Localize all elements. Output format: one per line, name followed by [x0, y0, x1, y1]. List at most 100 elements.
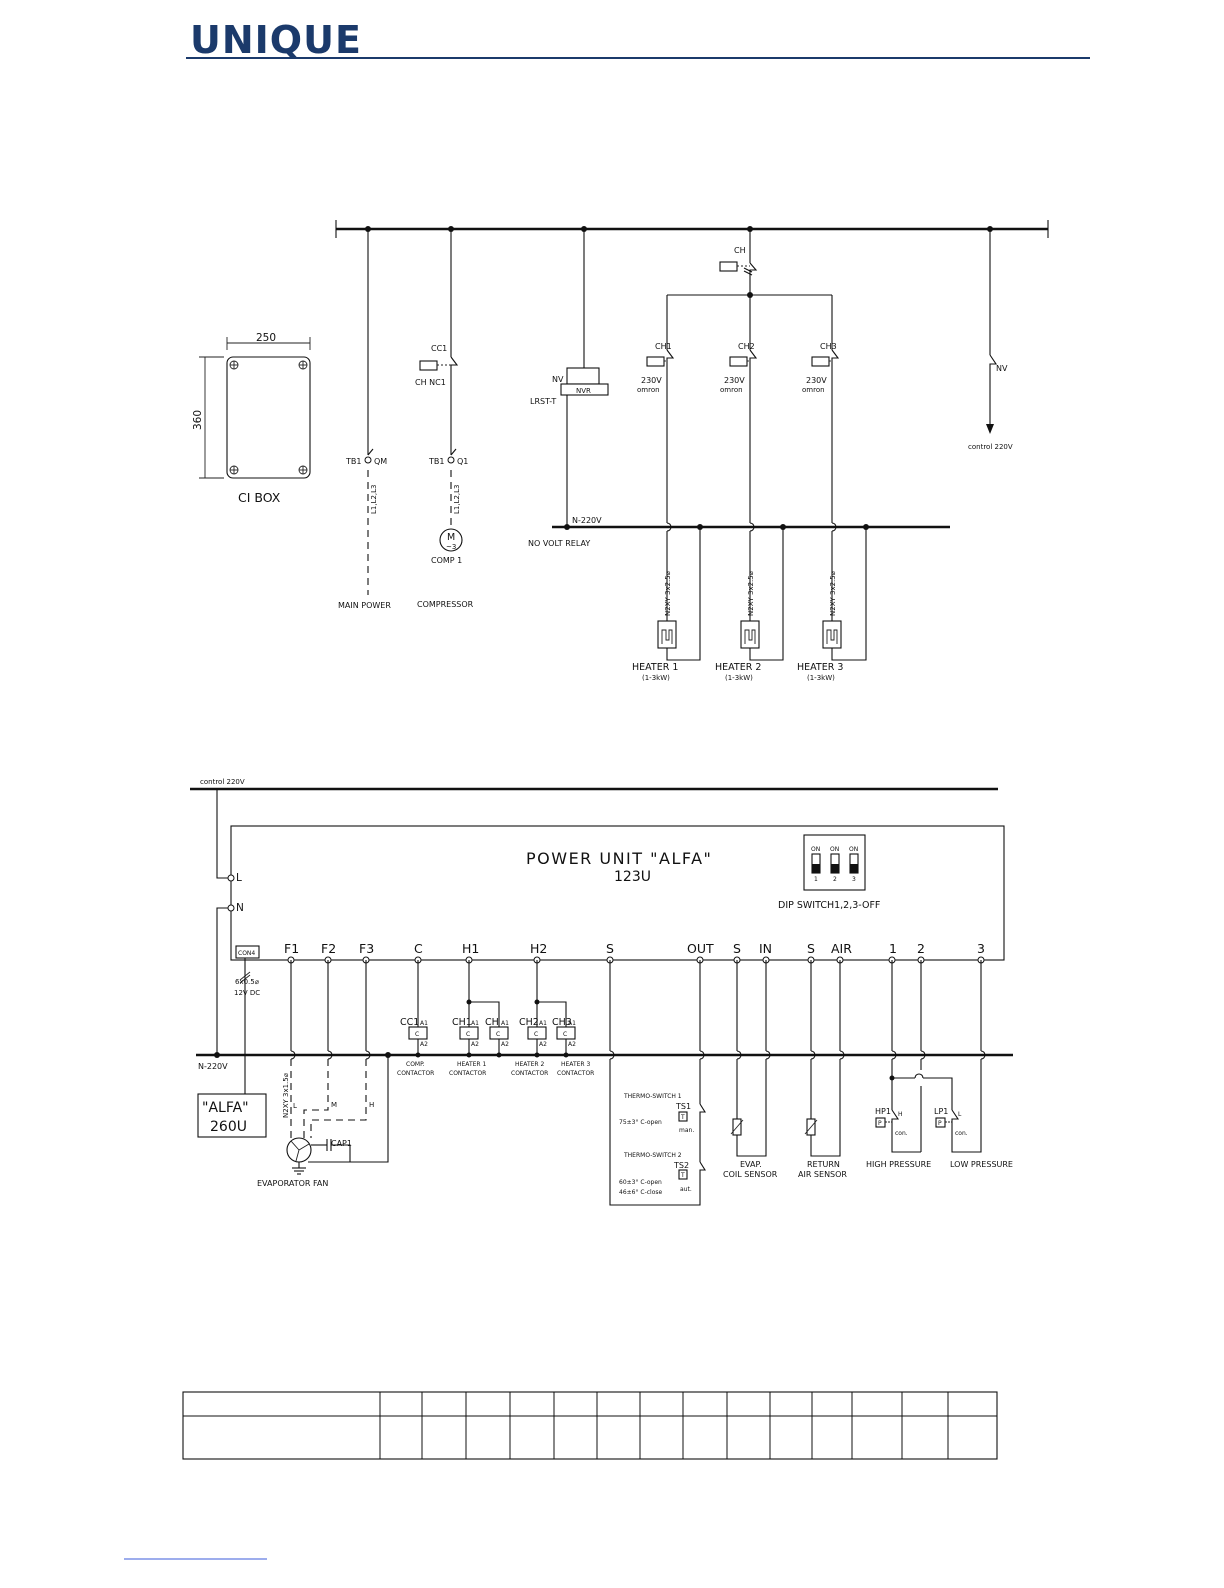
svg-text:ON: ON [849, 846, 858, 853]
svg-text:H: H [369, 1101, 374, 1109]
terminal-label-9: IN [759, 941, 772, 956]
terminal-label-10: S [807, 941, 815, 956]
terminal-label-11: AIR [831, 941, 852, 956]
ci-box-width: 250 [256, 332, 276, 344]
pressure-switches: P HP1 H con. P LP1 L con. HIGH PRESSURE … [866, 960, 1013, 1169]
terminal-label-5: H2 [530, 941, 547, 956]
svg-text:HEATER 3: HEATER 3 [561, 1061, 590, 1068]
svg-text:(1-3kW): (1-3kW) [807, 674, 835, 682]
cc1-label: CC1 [431, 344, 447, 353]
heater-2-label: HEATER 2 [715, 662, 761, 673]
svg-text:omron: omron [637, 386, 660, 394]
power-unit-model: 123U [614, 869, 651, 885]
fan-cable: N2XY 3x1.5⌀ [282, 1073, 290, 1118]
main-power-phases: L1,L2,L3 [370, 484, 378, 514]
svg-text:omron: omron [720, 386, 743, 394]
comp-1-label: COMP 1 [431, 556, 462, 565]
neutral-label-bottom: N-220V [198, 1062, 228, 1071]
dip-switch: ON ON ON 1 2 3 DIP SWITCH1,2,3-OFF [778, 834, 880, 911]
terminal-L: L [236, 872, 242, 884]
ts2-desc-2: 46±6° C-close [619, 1189, 663, 1196]
svg-text:CH3: CH3 [552, 1017, 572, 1028]
ts2-label: TS2 [673, 1161, 689, 1170]
svg-text:M: M [331, 1101, 337, 1109]
svg-text:CH2: CH2 [519, 1017, 539, 1028]
dip-switch-label: DIP SWITCH1,2,3-OFF [778, 900, 880, 911]
svg-text:N2XY 3x2.5⌀: N2XY 3x2.5⌀ [664, 571, 672, 616]
svg-text:A1: A1 [539, 1020, 547, 1027]
heater-1-contactor-label: CH1 [655, 342, 672, 351]
terminal-label-8: S [733, 941, 741, 956]
compressor-motor-symbol [439, 528, 463, 552]
terminal-label-4: H1 [462, 941, 479, 956]
svg-text:HEATER 2: HEATER 2 [515, 1061, 544, 1068]
evaporator-fan-label: EVAPORATOR FAN [257, 1179, 328, 1188]
thermo-2-title: THERMO-SWITCH 2 [623, 1152, 682, 1159]
motor-letter: M [447, 532, 455, 543]
header: UNIQUE [186, 18, 1090, 62]
con4-connector: CON4 6x0.5⌀ 12V DC [234, 945, 260, 1120]
thermo-1-title: THERMO-SWITCH 1 [623, 1093, 682, 1100]
svg-text:L: L [958, 1111, 962, 1118]
company-logo: UNIQUE [190, 18, 362, 62]
svg-text:C: C [496, 1031, 500, 1038]
terminal-label-14: 3 [977, 941, 985, 956]
revision-table [182, 1391, 998, 1460]
main-power-device: QM [374, 457, 387, 466]
svg-text:CH1: CH1 [452, 1017, 472, 1028]
svg-text:C: C [534, 1031, 538, 1038]
svg-text:L: L [293, 1102, 297, 1110]
thermo-switches: T T THERMO-SWITCH 1 TS1 75±3° C-open man… [609, 960, 706, 1206]
return-air-sensor-label: AIR SENSOR [798, 1170, 847, 1179]
svg-text:A2: A2 [539, 1041, 547, 1048]
svg-text:A1: A1 [568, 1020, 576, 1027]
svg-text:COMP.: COMP. [406, 1061, 425, 1068]
terminal-label-12: 1 [889, 941, 897, 956]
high-pressure-label: HIGH PRESSURE [866, 1160, 931, 1169]
power-circuit-diagram: 250 360 CI BOX TB1 QM L1,L2,L3 MAIN POWE… [192, 220, 1049, 682]
main-power-terminal: TB1 [345, 457, 361, 466]
power-unit-title: POWER UNIT "ALFA" [526, 849, 712, 868]
svg-text:A2: A2 [420, 1041, 428, 1048]
ts2-mode: aut. [680, 1186, 692, 1193]
svg-text:(1-3kW): (1-3kW) [725, 674, 753, 682]
svg-text:A2: A2 [471, 1041, 479, 1048]
svg-text:230V: 230V [641, 376, 662, 385]
neutral-label-top: N-220V [572, 516, 602, 525]
svg-text:CONTACTOR: CONTACTOR [449, 1070, 486, 1077]
ts2-desc-1: 60±3° C-open [619, 1179, 662, 1186]
nvr-box-label: NVR [576, 387, 591, 395]
evap-coil-sensor-label: COIL SENSOR [723, 1170, 778, 1179]
svg-text:con.: con. [895, 1130, 908, 1137]
alfa-260u-box: "ALFA" 260U [197, 1093, 267, 1138]
comp-device: Q1 [457, 457, 468, 466]
evap-coil-sensor: EVAP. COIL SENSOR [723, 960, 778, 1179]
terminal-label-3: C [414, 941, 423, 956]
ci-box: 250 360 CI BOX [192, 332, 311, 505]
main-power-branch: TB1 QM L1,L2,L3 MAIN POWER [338, 229, 391, 610]
svg-text:CONTACTOR: CONTACTOR [511, 1070, 548, 1077]
evaporator-fan: N2XY 3x1.5⌀ L M H CAP1 EVAPORATOR FAN [257, 960, 391, 1188]
no-volt-relay-label: NO VOLT RELAY [528, 539, 590, 548]
svg-text:CONTACTOR: CONTACTOR [397, 1070, 434, 1077]
control-220v-label: control 220V [968, 443, 1013, 451]
svg-text:230V: 230V [806, 376, 827, 385]
svg-text:CC1: CC1 [400, 1017, 419, 1028]
heater-3-element [822, 620, 842, 649]
heater-1-element [657, 620, 677, 649]
svg-text:A2: A2 [568, 1041, 576, 1048]
svg-text:ON: ON [830, 846, 839, 853]
terminal-label-1: F2 [321, 941, 336, 956]
svg-text:2: 2 [833, 876, 837, 883]
cap1-label: CAP1 [331, 1139, 352, 1148]
con4-cable: 6x0.5⌀ [235, 978, 259, 986]
ch-label: CH [734, 246, 746, 255]
main-heater-contactor: CH [667, 229, 832, 298]
ci-box-label: CI BOX [238, 490, 281, 505]
lp1-label: LP1 [934, 1107, 948, 1116]
